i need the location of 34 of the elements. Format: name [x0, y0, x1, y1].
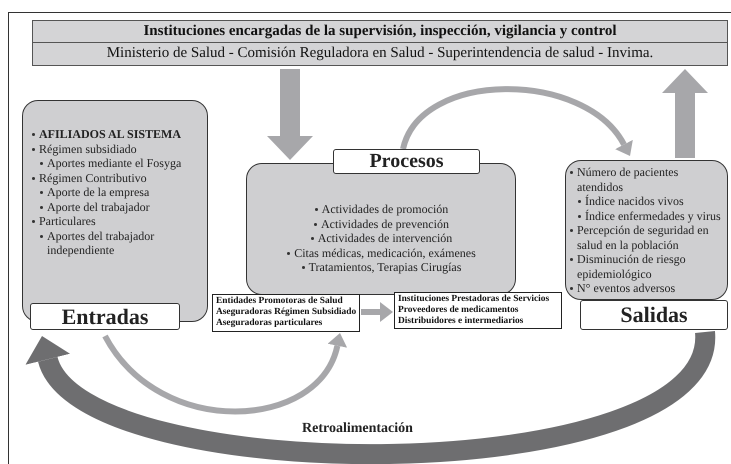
text-line: Entidades Promotoras de Salud — [216, 296, 344, 307]
list-item: Aporte del trabajador — [47, 200, 150, 214]
text-line: Instituciones Prestadoras de Servicios — [398, 294, 550, 305]
list-item: N° eventos adversos — [577, 281, 676, 296]
list-item: Aporte de la empresa — [47, 185, 150, 200]
list-item: Régimen subsidiado — [39, 142, 137, 156]
text-box — [394, 292, 562, 329]
list-item: Actividades de promoción — [322, 202, 448, 216]
list-item: Aportes mediante el Fosyga — [47, 156, 182, 170]
text-line: Proveedores de medicamentos — [398, 305, 520, 316]
list-item: AFILIADOS AL SISTEMA — [39, 127, 182, 142]
text-line: Aseguradoras particulares — [216, 318, 324, 329]
rounded-panel — [565, 160, 728, 300]
text-line: Aseguradoras Régimen Subsidiado — [216, 307, 356, 318]
list-item: Aportes del trabajador independiente — [47, 228, 156, 258]
text-box — [212, 294, 360, 332]
title-tag: Procesos — [333, 149, 480, 174]
band-heading: Instituciones encargadas de la supervisión, inspección, vigilancia y control — [142, 22, 618, 41]
list-item: Número de pacientes atendidos — [577, 165, 680, 194]
title-tag: Entradas — [30, 303, 180, 330]
list-item: Régimen Contributivo — [39, 170, 147, 185]
list-item: Actividades de intervención — [318, 231, 452, 246]
list-item: Tratamientos, Terapias Cirugías — [308, 260, 462, 274]
header-band — [32, 20, 728, 66]
list-item: Particulares — [39, 214, 96, 228]
title-tag: Salidas — [580, 300, 728, 330]
list-item: Disminución de riesgo epidemiológico — [577, 252, 687, 281]
band-subheading: Ministerio de Salud - Comisión Reguladora en Salud - Superintendencia de salud - Invima. — [33, 42, 727, 64]
list-item: Percepción de seguridad en salud en la población — [577, 223, 710, 252]
text-line: Distribuidores e intermediarios — [398, 316, 524, 327]
list-item: Actividades de prevención — [321, 216, 449, 231]
list-item: Índice enfermedades y virus — [585, 208, 721, 223]
list-item: Citas médicas, medicación, exámenes — [294, 246, 476, 260]
list-item: Índice nacidos vivos — [585, 194, 684, 208]
